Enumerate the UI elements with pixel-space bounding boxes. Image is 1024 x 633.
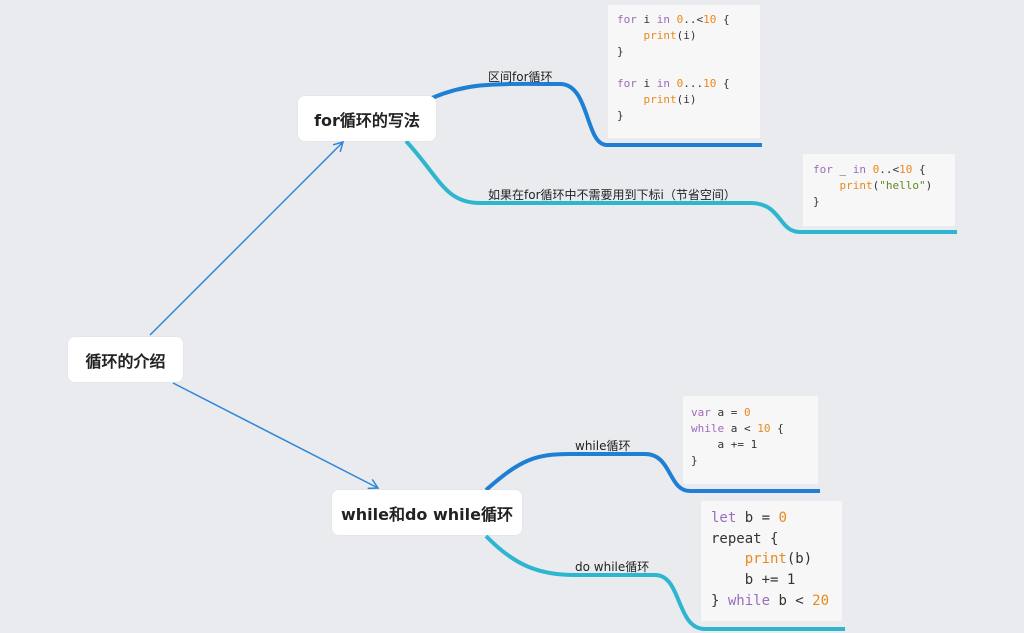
- code-block-range-for: for i in 0..<10 { print(i)} for i in 0..…: [608, 5, 760, 138]
- branch-underscore-for: [404, 139, 957, 234]
- code-block-underscore-for: for _ in 0..<10 { print("hello")}: [803, 154, 955, 226]
- code-block-while: var a = 0 while a < 10 { a += 1}: [683, 396, 818, 484]
- code-line: }: [691, 454, 698, 467]
- code-line: while a < 10 {: [691, 422, 784, 435]
- for-loop-topic-title: for循环的写法: [314, 110, 420, 130]
- branch-do-while: [484, 534, 845, 631]
- while-loop-label[interactable]: while循环: [575, 439, 631, 453]
- code-line: }: [617, 109, 624, 122]
- code-line: print(b): [744, 551, 813, 568]
- range-for-label[interactable]: 区间for循环: [488, 70, 553, 84]
- arrow-to-while-topic: [172, 382, 380, 490]
- do-while-loop-label[interactable]: do while循环: [575, 560, 650, 574]
- root-topic-title: 循环的介绍: [85, 351, 166, 371]
- for-loop-topic[interactable]: for循环的写法: [298, 96, 436, 141]
- code-line: for _ in 0..<10 {: [813, 163, 926, 176]
- root-topic[interactable]: 循环的介绍: [68, 337, 183, 382]
- code-line-blank: [617, 60, 751, 76]
- code-line: }: [617, 45, 624, 58]
- code-line: repeat {: [711, 530, 779, 547]
- code-line: print(i): [643, 93, 697, 106]
- branch-range-for: [431, 81, 762, 147]
- code-line: var a = 0: [691, 406, 751, 419]
- code-line: print("hello"): [839, 179, 933, 192]
- code-line: } while b < 20: [711, 592, 830, 609]
- while-loop-topic-title: while和do while循环: [340, 504, 513, 524]
- code-block-repeat-while: let b = 0 repeat { print(b) b += 1 } while…: [701, 501, 842, 621]
- code-line: let b = 0: [711, 510, 787, 526]
- code-line: b += 1: [711, 572, 796, 589]
- code-line: print(i): [643, 29, 697, 42]
- code-line: }: [813, 195, 820, 208]
- code-line: for i in 0...10 {: [617, 77, 730, 90]
- while-loop-topic[interactable]: while和do while循环: [332, 490, 522, 535]
- branch-while: [484, 452, 820, 493]
- underscore-for-label[interactable]: 如果在for循环中不需要用到下标i（节省空间）: [488, 188, 736, 202]
- code-line: for i in 0..<10 {: [617, 13, 730, 26]
- code-line: a += 1: [691, 438, 758, 451]
- arrow-to-for-topic: [149, 140, 345, 336]
